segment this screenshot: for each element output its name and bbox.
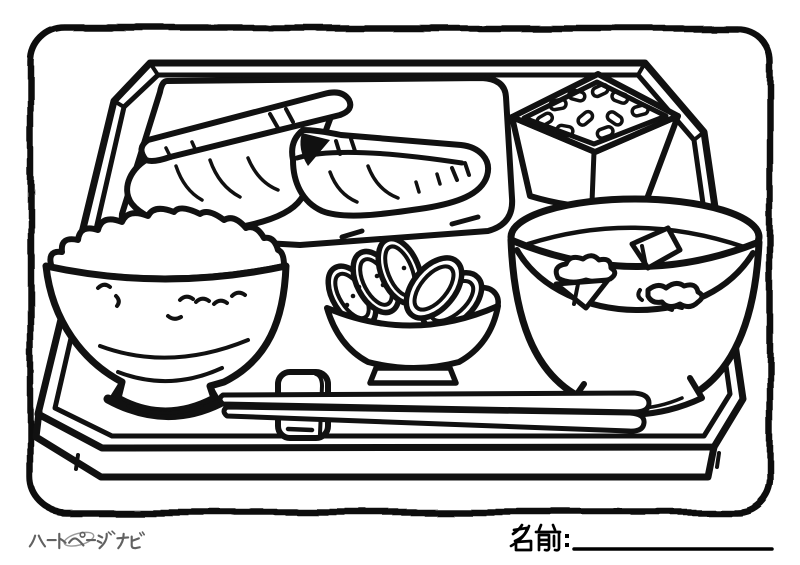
logo-orbit-icon — [63, 531, 95, 547]
natto-beans — [535, 82, 650, 140]
natto-box — [509, 71, 681, 211]
pickled-cucumber-bowl — [324, 235, 501, 386]
chopsticks — [217, 390, 652, 434]
grilled-fish-fillets — [124, 89, 492, 233]
hand-drawn-frame — [27, 24, 774, 516]
rice-bowl — [42, 205, 290, 420]
logo-wordmark — [28, 530, 146, 550]
soup-ingredients — [553, 225, 705, 312]
pickle-seeds — [344, 265, 407, 308]
miso-soup-bowl — [507, 195, 763, 418]
hartpage-navi-logo: ハートページナビ — [28, 528, 146, 554]
name-field: 名前： — [508, 520, 782, 554]
tray — [32, 59, 747, 481]
name-label — [509, 523, 774, 552]
